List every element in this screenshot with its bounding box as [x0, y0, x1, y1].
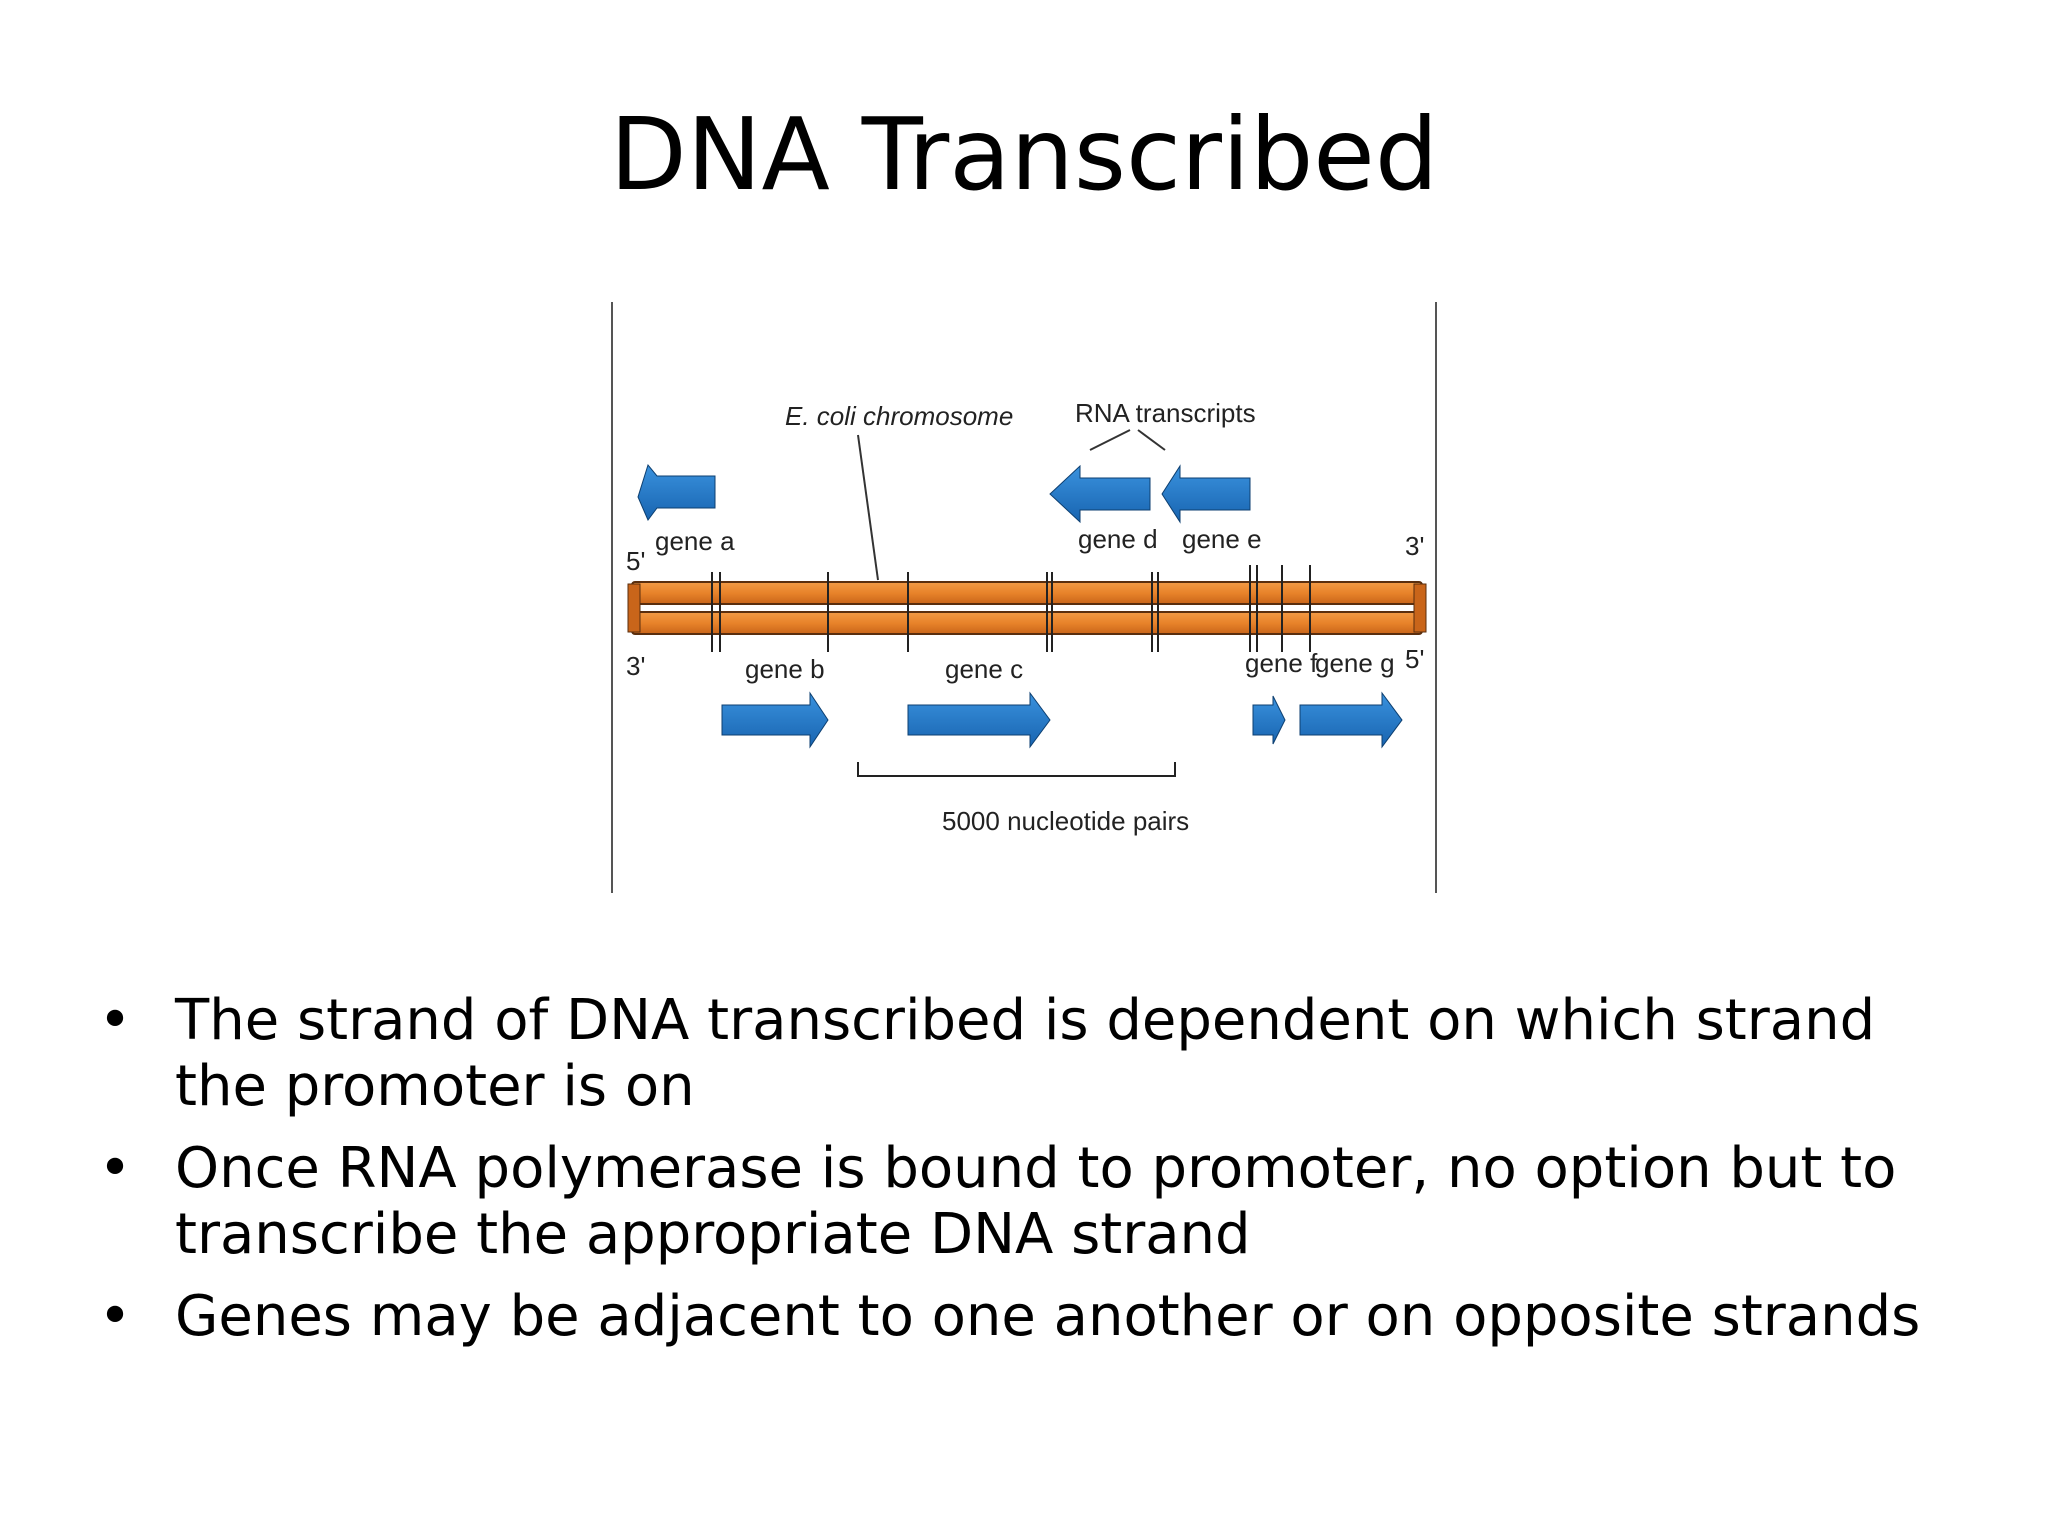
- gene-b-label: gene b: [745, 654, 825, 684]
- gene-f-label: gene f: [1245, 648, 1318, 678]
- rna-arrow-gene-d: [1049, 464, 1151, 524]
- scale-label: 5000 nucleotide pairs: [942, 806, 1189, 836]
- end-label-bottom-right: 5': [1405, 644, 1424, 674]
- bullet-item: • Once RNA polymerase is bound to promot…: [95, 1136, 1955, 1268]
- bullet-text: Genes may be adjacent to one another or …: [175, 1284, 1921, 1349]
- gene-d-label: gene d: [1078, 524, 1158, 554]
- rna-arrow-gene-e: [1161, 464, 1251, 524]
- dna-bottom-strand: [631, 611, 1423, 635]
- end-label-top-right: 3': [1405, 531, 1424, 561]
- bullet-item: • The strand of DNA transcribed is depen…: [95, 988, 1955, 1120]
- end-label-bottom-left: 3': [626, 651, 645, 681]
- transcripts-label: RNA transcripts: [1075, 398, 1256, 428]
- bullet-text: The strand of DNA transcribed is depende…: [175, 988, 1876, 1119]
- rna-arrow-gene-b: [721, 691, 829, 749]
- right-end-cap: [1413, 583, 1427, 633]
- bullet-symbol: •: [98, 1136, 132, 1201]
- transcripts-pointer-d: [1089, 429, 1131, 451]
- bullet-symbol: •: [98, 1284, 132, 1349]
- gene-g-label: gene g: [1315, 648, 1395, 678]
- scale-bar: [857, 762, 1176, 777]
- end-label-top-left: 5': [626, 546, 645, 576]
- chromosome-pointer-line: [857, 434, 879, 581]
- dna-top-strand: [631, 581, 1423, 605]
- bullet-item: • Genes may be adjacent to one another o…: [95, 1284, 1955, 1350]
- chromosome-diagram: E. coli chromosome RNA transcripts gene …: [611, 302, 1437, 893]
- gene-c-label: gene c: [945, 654, 1023, 684]
- rna-arrow-gene-f: [1252, 695, 1286, 745]
- gene-a-label: gene a: [655, 526, 735, 556]
- bullet-text: Once RNA polymerase is bound to promoter…: [175, 1136, 1897, 1267]
- slide-title: DNA Transcribed: [609, 96, 1439, 213]
- chromosome-label: E. coli chromosome: [785, 401, 1013, 431]
- rna-arrow-gene-g: [1299, 691, 1403, 749]
- gene-boundaries: [711, 565, 1311, 652]
- transcripts-pointer-e: [1137, 429, 1166, 451]
- bullet-symbol: •: [98, 988, 132, 1053]
- rna-arrow-gene-c: [907, 691, 1051, 749]
- bullet-list: • The strand of DNA transcribed is depen…: [95, 988, 1955, 1366]
- transcription-figure: E. coli chromosome RNA transcripts gene …: [610, 300, 1440, 895]
- rna-arrow-gene-a: [637, 463, 716, 521]
- gene-e-label: gene e: [1182, 524, 1262, 554]
- left-end-cap: [627, 583, 641, 633]
